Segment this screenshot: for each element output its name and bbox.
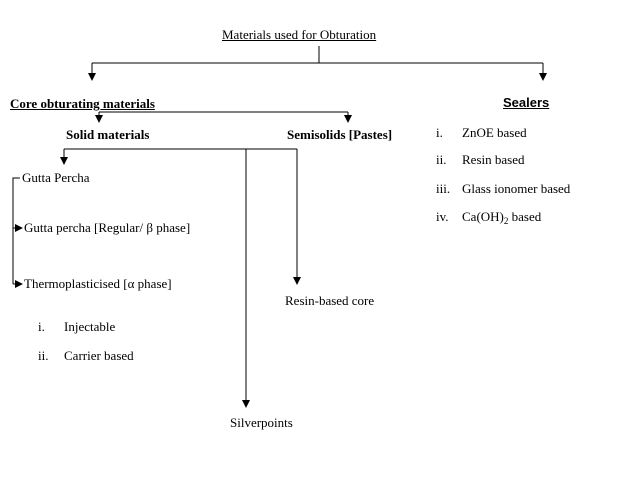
gutta-spine	[12, 177, 20, 284]
item-number: iv.	[436, 209, 449, 224]
item-label: Glass ionomer based	[462, 181, 571, 196]
item-label: Ca(OH)	[462, 209, 504, 224]
semisolids-label: Semisolids [Pastes]	[287, 127, 393, 142]
item-number: ii.	[38, 348, 49, 363]
core-heading: Core obturating materials	[10, 96, 155, 111]
alpha-item: ii. Carrier based	[38, 348, 134, 364]
sealers-heading: Sealers	[503, 95, 550, 110]
solid-materials-label: Solid materials	[66, 127, 150, 142]
item-label: Carrier based	[64, 348, 134, 363]
item-label: Injectable	[64, 319, 116, 334]
item-label: ZnOE based	[462, 125, 527, 140]
beta-phase-label: Gutta percha [Regular/ β phase]	[24, 220, 191, 235]
sealer-item: i. ZnOE based	[436, 125, 527, 141]
resin-core-label: Resin-based core	[285, 293, 375, 308]
sealer-item: iv. Ca(OH)2 based	[436, 209, 541, 229]
gutta-percha-label: Gutta Percha	[22, 170, 90, 185]
item-number: i.	[436, 125, 443, 140]
item-subscript: 2	[503, 216, 509, 226]
alpha-item: i. Injectable	[38, 319, 115, 335]
sealer-item: iii. Glass ionomer based	[436, 181, 570, 197]
item-number: ii.	[436, 152, 447, 167]
alpha-phase-label: Thermoplasticised [α phase]	[24, 276, 172, 291]
silverpoints-label: Silverpoints	[230, 415, 293, 430]
diagram-title: Materials used for Obturation	[222, 27, 377, 42]
sealer-item: ii. Resin based	[436, 152, 524, 168]
item-label: Resin based	[462, 152, 525, 167]
item-suffix: based	[508, 209, 542, 224]
item-number: i.	[38, 319, 45, 334]
item-number: iii.	[436, 181, 451, 196]
